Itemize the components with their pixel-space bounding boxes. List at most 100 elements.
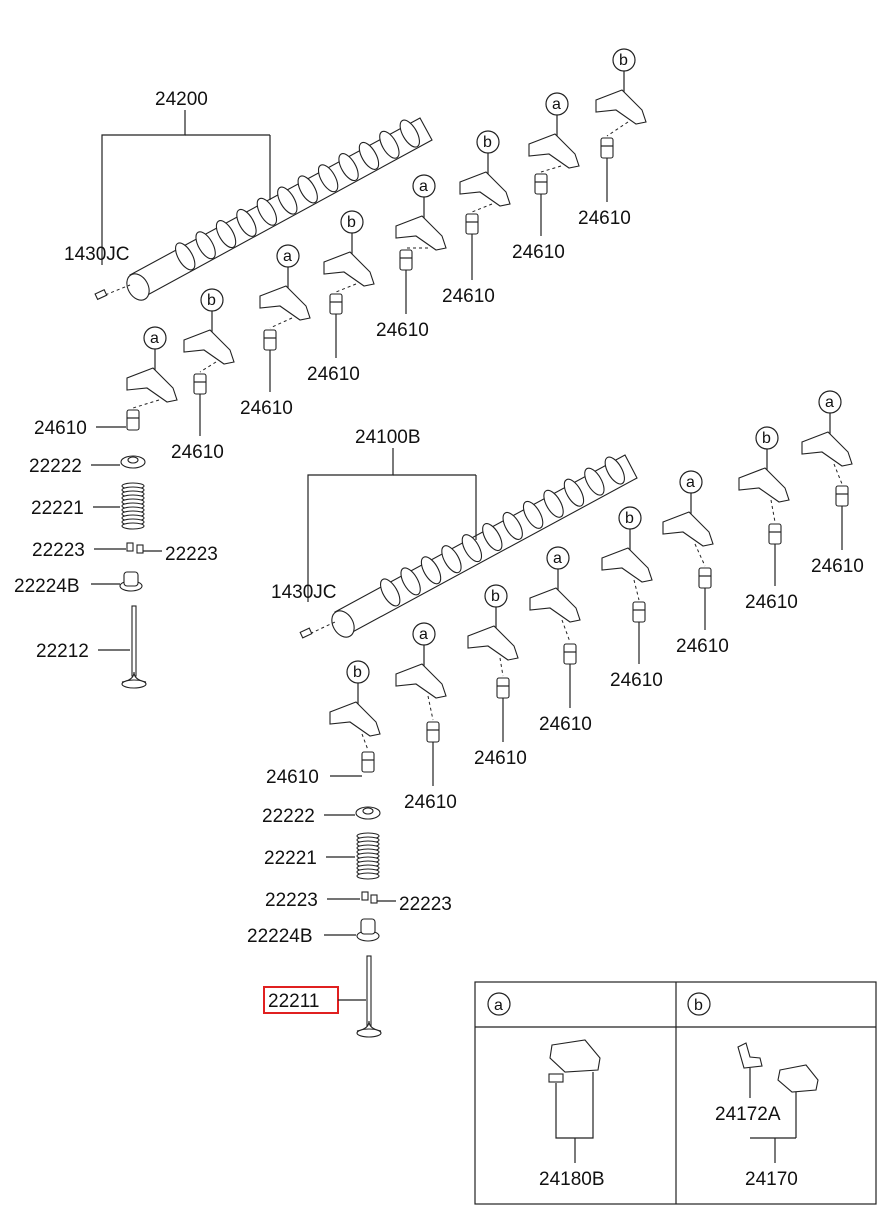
cam-lobe [441, 545, 462, 574]
lifter-label: 24610 [376, 320, 429, 341]
rocker-arm-group: a 24610 [376, 174, 447, 341]
cam-lobe [338, 153, 359, 182]
rocker-arm [738, 467, 790, 503]
lifter-label: 24610 [34, 418, 87, 439]
lash-adjuster [193, 373, 207, 395]
cam-lobe [420, 556, 442, 585]
callout-letter: a [150, 330, 159, 347]
callout-letter: b [207, 292, 216, 309]
lifter-label: 24610 [474, 748, 527, 769]
rocker-arm [183, 329, 235, 365]
rocker-arm-group: b [329, 660, 381, 773]
cam-lobe [502, 511, 523, 540]
rocker-arm-group: b 24610 [171, 288, 235, 463]
callout-letter: b [619, 52, 628, 69]
lash-adjuster [768, 523, 782, 545]
callout-letter: a [553, 550, 562, 567]
lifter-label: 24610 [811, 556, 864, 577]
rocker-arm [801, 431, 853, 467]
lifter-label: 24610 [610, 670, 663, 691]
legend-callout-a [487, 992, 511, 1016]
camshaft-upper [94, 117, 433, 301]
cotter-label-lower: 22223 [265, 890, 318, 911]
legend-part-b2: 24170 [745, 1169, 798, 1190]
cotter-label-right: 22223 [165, 544, 218, 565]
cam-lobe [256, 197, 278, 226]
pin-label-upper: 1430JC [64, 244, 130, 265]
callout-letter: a [419, 626, 428, 643]
exhaust-valve-label: 22212 [36, 641, 89, 662]
valve-stack-lower: 24610 22222 22221 22223 22223 22224B 222… [247, 767, 452, 1038]
cotter-label-lower-right: 22223 [399, 894, 452, 915]
spring-label: 22221 [31, 498, 84, 519]
callout-letter: b [347, 214, 356, 231]
rocker-arm-group: a 24610 [662, 470, 729, 657]
callout-letter: a [419, 178, 428, 195]
valve-spring-lower [356, 832, 380, 880]
lash-adjuster [600, 137, 614, 159]
rocker-arm-group: b 24610 [601, 506, 663, 691]
cam-lobe [379, 130, 400, 159]
cam-lobe [522, 500, 544, 529]
lash-adjuster [426, 721, 440, 743]
rocker-arm-group: a 24610 [529, 546, 592, 735]
legend-table: a b 24180B 24172A 24170 [474, 981, 877, 1205]
cam-lobe [543, 489, 564, 518]
legend-callout-b [687, 992, 711, 1016]
retainer-label-lower: 22222 [262, 806, 315, 827]
intake-valve-label[interactable]: 22211 [268, 991, 319, 1012]
callout-letter: a [686, 474, 695, 491]
rocker-arm [529, 587, 581, 623]
rocker-arm [528, 133, 580, 169]
cam-lobe [604, 456, 625, 485]
cam-lobe [563, 478, 585, 507]
lash-adjuster [465, 213, 479, 235]
seal-label-lower: 22224B [247, 926, 313, 947]
rocker-arm-group: b 24610 [578, 48, 647, 229]
lifter-label-lower: 24610 [266, 767, 319, 788]
camshaft-lower-label: 24100B [355, 427, 421, 448]
callout-letter: a [552, 96, 561, 113]
lifter-label: 24610 [578, 208, 631, 229]
rocker-arm [323, 251, 375, 287]
callout-letter: b [625, 510, 634, 527]
retainer-label: 22222 [29, 456, 82, 477]
cam-lobe [482, 523, 503, 552]
valve-spring [121, 482, 145, 530]
lifter-label: 24610 [512, 242, 565, 263]
lash-adjuster [399, 249, 413, 271]
spring-coil [356, 872, 380, 880]
lash-adjuster [835, 485, 849, 507]
cam-lobe [236, 208, 257, 237]
rocker-arm-group: a [126, 326, 178, 431]
rocker-arm [329, 701, 381, 737]
cam-lobe [399, 119, 420, 148]
legend-head-a: a [494, 997, 503, 1014]
rocker-arm-group: a 24610 [512, 92, 580, 263]
rocker-arm [126, 367, 178, 403]
callout-letter: b [762, 430, 771, 447]
pin-label-lower: 1430JC [271, 582, 337, 603]
camshaft-upper-label: 24200 [155, 89, 208, 110]
legend-part-a: 24180B [539, 1169, 605, 1190]
rocker-arm [601, 547, 653, 583]
lifter-label: 24610 [171, 442, 224, 463]
rocker-arm [259, 285, 311, 321]
lash-adjuster [632, 601, 646, 623]
lash-adjuster [698, 567, 712, 589]
cam-lobe [317, 164, 339, 193]
seal-label: 22224B [14, 576, 80, 597]
callout-letter: b [483, 134, 492, 151]
lash-adjuster [126, 409, 140, 431]
callout-letter: a [283, 248, 292, 265]
lash-adjuster [329, 293, 343, 315]
lifter-label: 24610 [676, 636, 729, 657]
rocker-arm [595, 89, 647, 125]
rocker-arm [395, 215, 447, 251]
lifter-label: 24610 [539, 714, 592, 735]
